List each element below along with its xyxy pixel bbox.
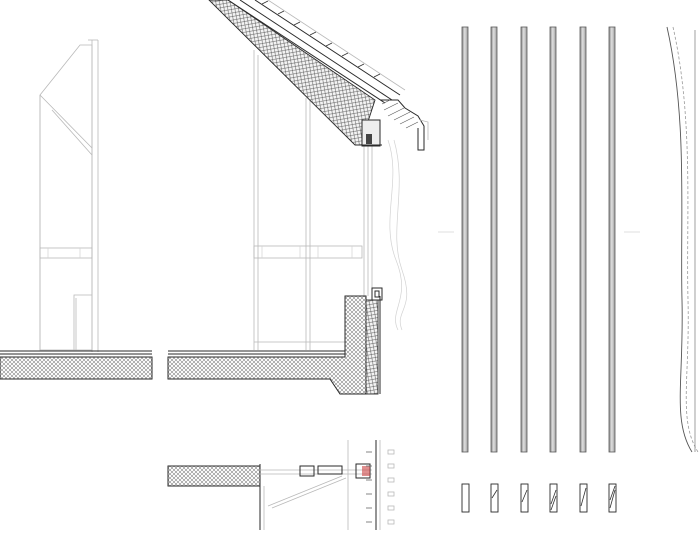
curtain-side-view — [666, 26, 699, 453]
fin-5 — [579, 26, 587, 453]
fin-section-2 — [490, 483, 499, 513]
fin-3 — [520, 26, 528, 453]
fin-4 — [549, 26, 557, 453]
fin-section-6 — [608, 483, 617, 513]
fin-section-1 — [461, 483, 470, 513]
fin-section-4 — [549, 483, 558, 513]
floor-slab — [0, 287, 383, 395]
fin-section-5 — [579, 483, 588, 513]
building-section — [39, 39, 408, 352]
window-plan-detail — [167, 440, 395, 530]
slab-with-upstand — [167, 295, 367, 395]
fin-6 — [608, 26, 616, 453]
fin-2 — [490, 26, 498, 453]
wall-insulation — [365, 299, 379, 395]
gable-wall-left — [39, 44, 93, 351]
eave-detail — [208, 0, 640, 233]
fins-elevation — [461, 26, 616, 453]
fin-section-3 — [520, 483, 529, 513]
fin-1 — [461, 26, 469, 453]
fin-sections — [461, 483, 617, 513]
